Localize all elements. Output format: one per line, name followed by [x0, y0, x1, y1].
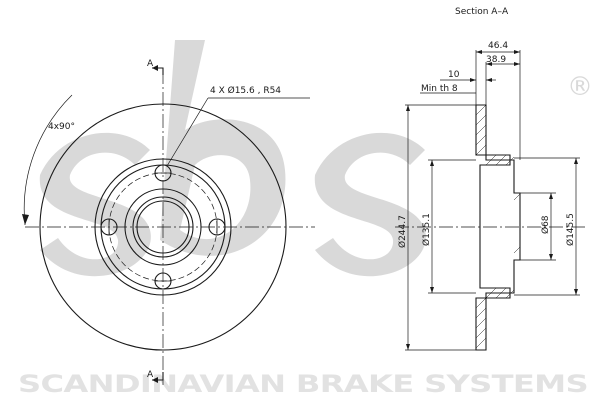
- angle-label: 4x90°: [48, 122, 75, 132]
- section-title: Section A–A: [455, 7, 509, 17]
- svg-text:Ø145.5: Ø145.5: [565, 213, 576, 246]
- dim-hat-diameter: Ø135.1: [421, 160, 434, 293]
- section-hatching: [475, 104, 521, 349]
- svg-text:10: 10: [448, 70, 460, 80]
- section-view: Section A–A: [395, 7, 585, 351]
- dim-inner-width: 38.9: [486, 55, 520, 66]
- svg-text:38.9: 38.9: [486, 55, 506, 65]
- dim-total-width: 46.4: [476, 41, 520, 54]
- svg-text:A: A: [147, 370, 154, 380]
- dim-min-thickness: Min th 8: [420, 84, 476, 94]
- svg-text:46.4: 46.4: [488, 41, 508, 51]
- svg-text:Ø135.1: Ø135.1: [421, 213, 432, 246]
- sbs-logo-watermark: ® SCANDINAVIAN BRAKE SYSTEMS: [18, 40, 593, 398]
- dim-outer-diameter: Ø244.7: [397, 105, 410, 350]
- holes-label: 4 X Ø15.6 , R54: [210, 85, 281, 96]
- svg-text:Ø244.7: Ø244.7: [397, 215, 408, 248]
- svg-text:Min th 8: Min th 8: [421, 84, 458, 94]
- section-mark-top: A: [147, 59, 164, 75]
- hat-outer-circle: [94, 158, 232, 296]
- brand-line: SCANDINAVIAN BRAKE SYSTEMS: [18, 370, 588, 398]
- center-bore-inner: [136, 200, 190, 254]
- angle-dimension: 4x90°: [22, 94, 75, 226]
- registered-mark: ®: [567, 72, 593, 102]
- section-profile: [475, 104, 521, 351]
- section-mark-bottom: A: [147, 370, 164, 383]
- hub-outer-circle: [124, 188, 202, 266]
- center-bore-outer: [132, 196, 194, 258]
- front-view: A A 4x90° 4 X Ø15.6 , R54: [22, 59, 315, 385]
- holes-callout: 4 X Ø15.6 , R54: [166, 85, 310, 167]
- dim-bore-diameter: Ø68: [540, 193, 553, 260]
- dim-thickness: 10: [440, 70, 496, 82]
- svg-text:A: A: [147, 59, 154, 69]
- svg-text:Ø68: Ø68: [540, 215, 551, 234]
- disc-outer-circle: [39, 103, 287, 351]
- dim-hub-diameter: Ø145.5: [565, 158, 578, 295]
